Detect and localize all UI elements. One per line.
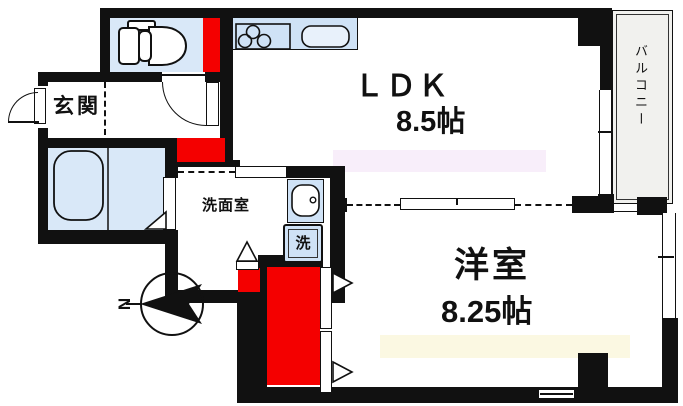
window <box>599 90 612 194</box>
entrance-step-line <box>104 82 106 135</box>
wall <box>233 8 612 18</box>
washroom-door-triangle <box>235 240 259 262</box>
compass-icon: N <box>115 272 204 336</box>
wall <box>38 138 178 148</box>
wall <box>100 8 110 82</box>
hall-door-arc <box>162 82 206 126</box>
closet-door-triangle <box>332 360 354 384</box>
wall <box>38 72 162 82</box>
wall-pillar <box>578 8 612 46</box>
doorway-threshold <box>162 74 206 76</box>
ldk-size-label: 8.5帖 <box>396 106 466 138</box>
sliding-door-panel <box>235 166 287 178</box>
wall <box>177 160 240 170</box>
wall <box>100 8 233 18</box>
hall-door-leaf <box>206 82 219 126</box>
wall <box>38 138 48 244</box>
western-room-size-label: 8.25帖 <box>441 294 533 329</box>
washroom-door-leaf <box>236 261 259 270</box>
wall <box>287 166 332 178</box>
window-tick <box>598 131 613 133</box>
wall <box>572 196 614 213</box>
shaft-red <box>177 138 225 162</box>
washing-machine-inner: 洗 <box>288 229 318 258</box>
bathroom-floor <box>48 148 165 230</box>
bath-door-leaf <box>163 177 176 230</box>
sliding-door-track <box>515 204 572 206</box>
entrance-door-open-line <box>8 121 39 123</box>
washer-label: 洗 <box>295 235 311 252</box>
ldk-label: ＬＤＫ <box>354 70 450 103</box>
wall <box>237 292 267 403</box>
western-room-label: 洋室 <box>454 246 531 285</box>
window <box>662 213 676 318</box>
wall-pillar <box>578 353 608 387</box>
wall <box>205 72 233 82</box>
entrance-label: 玄関 <box>53 95 101 118</box>
entrance-door-arc <box>8 92 38 122</box>
bottom-wall <box>237 387 678 403</box>
wall <box>600 40 612 90</box>
ldk-accent-stripe <box>333 150 546 172</box>
kitchen-counter <box>233 18 358 50</box>
compass-north-label: N <box>115 298 134 310</box>
wall <box>258 255 267 303</box>
balcony-area <box>612 10 673 204</box>
wall <box>220 8 233 82</box>
window-tick <box>658 256 674 258</box>
wall <box>165 138 178 178</box>
washbasin-box <box>287 179 324 223</box>
wall <box>330 198 347 212</box>
door-tick <box>456 198 458 205</box>
shaft-red <box>238 268 260 292</box>
western-room-accent-stripe <box>380 335 630 358</box>
sliding-door-track <box>347 204 400 206</box>
wall <box>38 230 178 244</box>
wall <box>662 318 678 403</box>
shaft-red <box>267 267 320 385</box>
balcony-label: バルコニー <box>633 44 648 129</box>
balcony-bottom-edge <box>614 203 637 212</box>
sliding-door-track <box>178 171 235 173</box>
window-tick <box>540 393 573 395</box>
closet-door-leaf <box>320 331 332 393</box>
toilet-room-floor <box>110 18 203 72</box>
shaft-red <box>203 18 220 72</box>
washing-machine-box: 洗 <box>283 224 323 263</box>
closet-door-leaf <box>320 267 332 329</box>
washroom-label: 洗面室 <box>202 197 251 214</box>
wall <box>330 166 345 303</box>
